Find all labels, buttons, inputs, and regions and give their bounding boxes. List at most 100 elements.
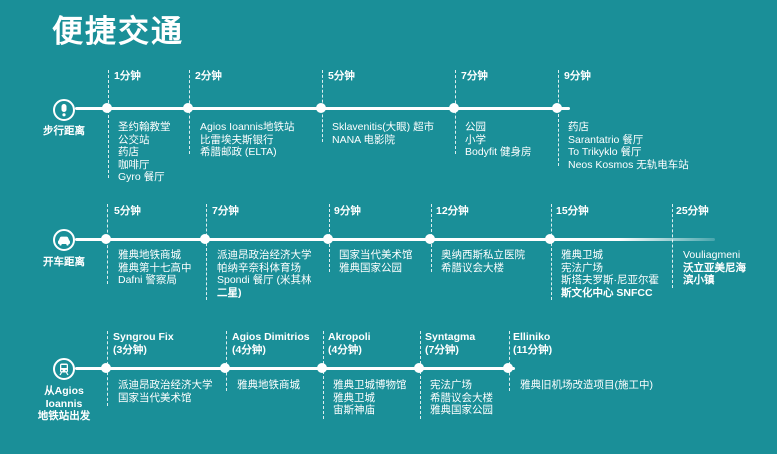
drive-stop-time: 15分钟 [556,205,589,217]
metro-station: Syngrou Fix (3分钟) [113,331,174,357]
list-item: 二星) [217,286,242,299]
station-time: (11分钟) [513,344,553,356]
metro-stop-items: 雅典卫城博物馆 雅典卫城 宙斯神庙 [333,379,407,417]
metro-stop-items: 派迪昂政治经济大学 国家当代美术馆 [118,379,213,404]
list-item: Neos Kosmos 无轨电车站 [568,158,689,171]
metro-timeline [75,367,515,370]
walk-stop-dot [102,103,112,113]
list-item: NANA 电影院 [332,133,396,146]
metro-label-line: 地铁站出发 [37,410,91,422]
metro-connector [420,331,421,419]
list-item: 雅典国家公园 [339,261,402,274]
list-item: 公交站 [118,133,150,146]
list-item: 宙斯神庙 [333,404,375,416]
list-item: 奥纳西斯私立医院 [441,249,525,261]
metro-station: Akropoli (4分钟) [328,331,371,357]
list-item: 小学 [465,133,486,146]
metro-station: Syntagma (7分钟) [425,331,475,357]
list-item: Spondi 餐厅 (米其林 [217,274,312,286]
walk-stop-time: 7分钟 [461,70,488,82]
list-item: 滨小镇 [683,274,715,286]
page-title: 便捷交通 [52,14,184,49]
list-item: To Trikyklo 餐厅 [568,146,642,158]
drive-stop-time: 7分钟 [212,205,239,217]
walk-stop-dot [183,103,193,113]
drive-stop-time: 12分钟 [436,205,469,217]
metro-label-line: Ioannis [45,397,83,410]
list-item: 雅典卫城 [333,391,375,404]
list-item: 药店 [568,121,589,133]
station-name: Akropoli [328,331,371,343]
walking-icon [53,99,75,121]
list-item: 派迪昂政治经济大学 [217,249,312,261]
metro-stop-items: 宪法广场 希腊议会大楼 雅典国家公园 [430,379,493,417]
list-item: 雅典卫城博物馆 [333,379,407,391]
walk-stop-time: 2分钟 [195,70,222,82]
metro-station: Agios Dimitrios (4分钟) [232,331,310,357]
metro-label-line: 从Agios [44,385,84,397]
drive-stop-dot [425,234,435,244]
drive-stop-dot [545,234,555,244]
drive-connector [551,204,552,300]
list-item: 希腊议会大楼 [430,391,493,404]
walk-stop-time: 1分钟 [114,70,141,82]
station-name: Elliniko [513,331,551,343]
list-item: 药店 [118,146,139,158]
list-item: 雅典第十七高中 [118,261,192,274]
list-item: 宪法广场 [430,379,472,391]
list-item: 沃立亚美尼海 [683,261,746,274]
list-item: 雅典卫城 [561,249,603,261]
walk-stop-items: 公园 小学 Bodyfit 健身房 [465,121,532,159]
drive-connector [672,204,673,288]
drive-stop-time: 9分钟 [334,205,361,217]
walk-stop-time: 9分钟 [564,70,591,82]
drive-stop-items: 雅典地铁商城 雅典第十七高中 Dafni 警察局 [118,249,192,287]
walk-stop-dot [552,103,562,113]
walk-stop-items: Sklavenitis(大眼) 超市 NANA 电影院 [332,121,434,146]
drive-stop-dot [323,234,333,244]
metro-station: Elliniko (11分钟) [513,331,552,357]
list-item: 雅典旧机场改造项目(施工中) [520,379,653,391]
drive-timeline [75,238,715,241]
metro-stop-items: 雅典地铁商城 [237,379,300,392]
drive-stop-dot [101,234,111,244]
metro-stop-items: 雅典旧机场改造项目(施工中) [520,379,653,392]
list-item: 希腊议会大楼 [441,261,504,274]
metro-label: 从Agios Ioannis 地铁站出发 [30,385,98,423]
list-item: Sklavenitis(大眼) 超市 [332,121,435,133]
drive-stop-time: 5分钟 [114,205,141,217]
drive-stop-items: Vouliagmeni 沃立亚美尼海 滨小镇 [683,249,746,287]
list-item: 比雷埃夫斯银行 [200,133,274,146]
list-item: Vouliagmeni [683,249,741,261]
list-item: 雅典国家公园 [430,404,493,416]
list-item: 雅典地铁商城 [237,379,300,391]
walk-stop-items: 圣约翰教堂 公交站 药店 咖啡厅 Gyro 餐厅 [118,121,171,184]
metro-connector [323,331,324,419]
list-item: 宪法广场 [561,261,603,274]
metro-connector [226,331,227,391]
walk-stop-dot [316,103,326,113]
walk-stop-time: 5分钟 [328,70,355,82]
list-item: 圣约翰教堂 [118,121,171,133]
list-item: Dafni 警察局 [118,274,177,286]
car-icon [53,229,75,251]
drive-stop-dot [200,234,210,244]
metro-stop-dot [503,363,513,373]
station-time: (4分钟) [232,344,266,356]
walk-stop-dot [449,103,459,113]
drive-stop-items: 奥纳西斯私立医院 希腊议会大楼 [441,249,525,274]
drive-stop-items: 国家当代美术馆 雅典国家公园 [339,249,413,274]
list-item: 派迪昂政治经济大学 [118,379,213,391]
metro-stop-dot [101,363,111,373]
drive-label: 开车距离 [43,256,85,268]
station-name: Agios Dimitrios [232,331,310,343]
list-item: 公园 [465,121,486,133]
list-item: 斯文化中心 SNFCC [561,286,653,299]
drive-connector [107,204,108,284]
walk-connector [108,70,109,178]
list-item: Sarantatrio 餐厅 [568,133,644,146]
drive-stop-items: 派迪昂政治经济大学 帕纳辛奈科体育场 Spondi 餐厅 (米其林 二星) [217,249,312,299]
metro-stop-dot [220,363,230,373]
station-name: Syngrou Fix [113,331,174,343]
walk-connector [558,70,559,166]
